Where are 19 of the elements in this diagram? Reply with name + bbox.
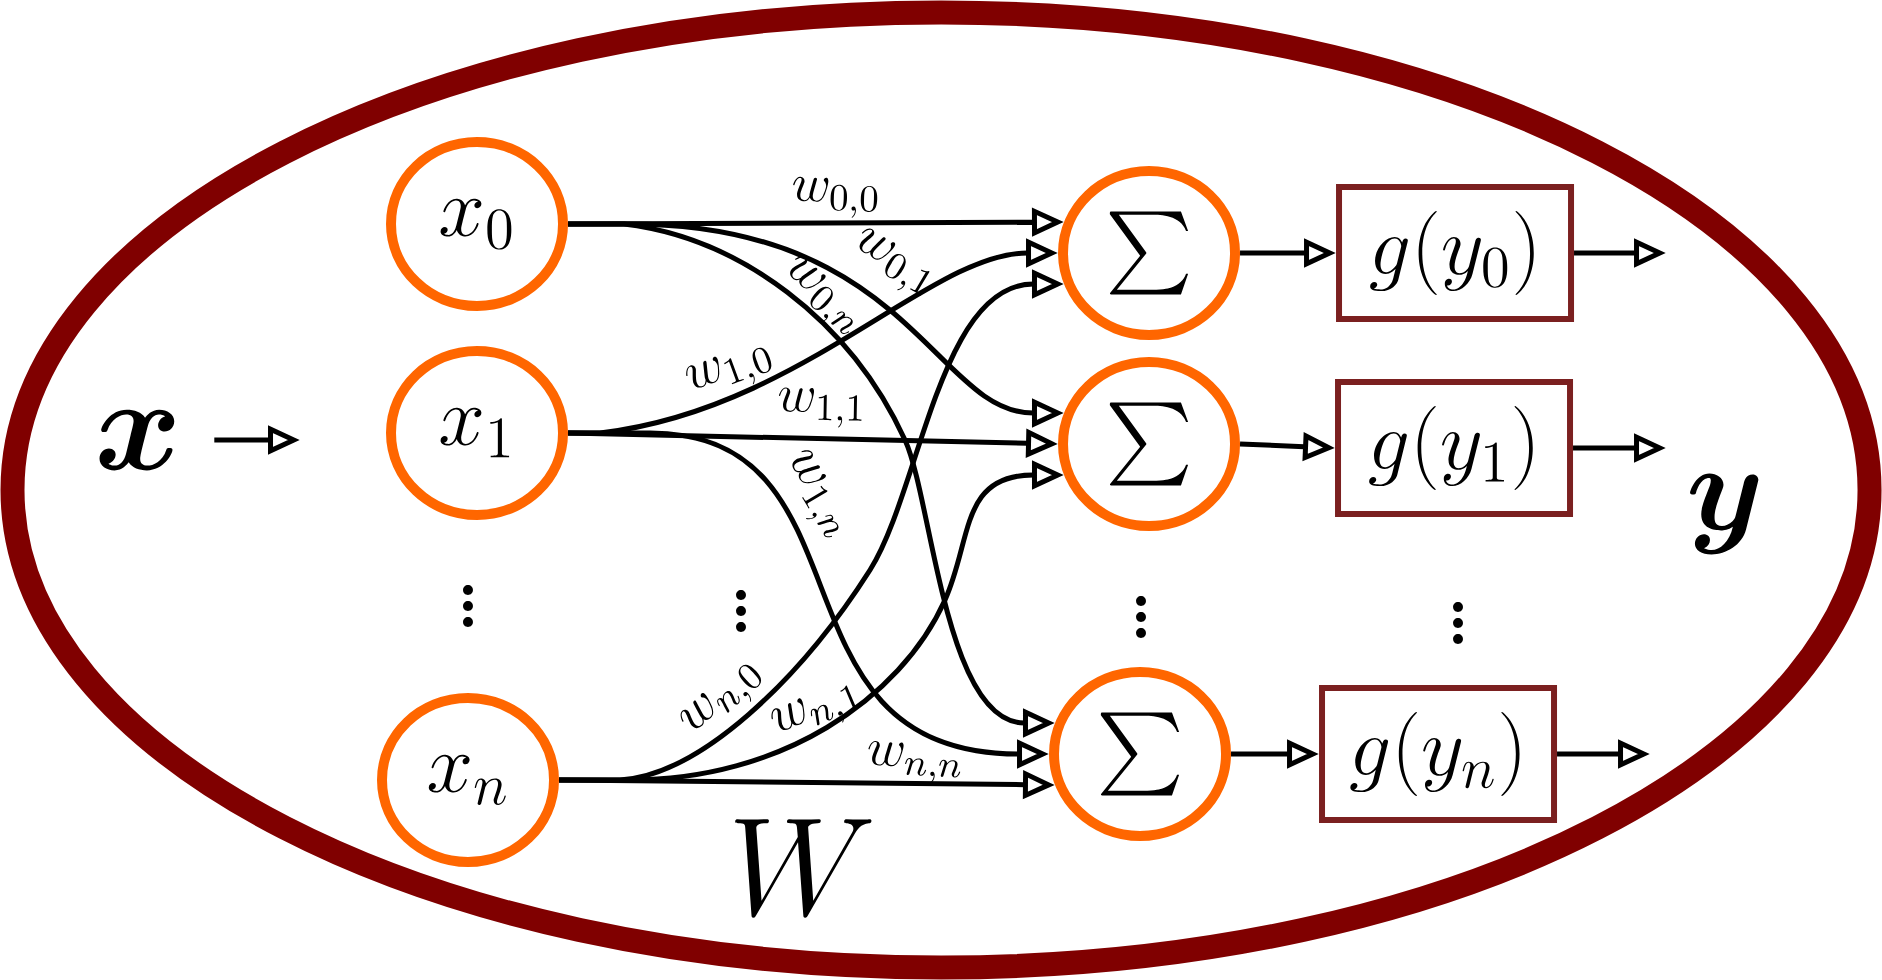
edge-label: $w_{0,1}$	[859, 228, 930, 296]
edge-label: $w_{n,1}$	[771, 685, 861, 731]
function-box: $g(y_0)$	[1336, 184, 1575, 322]
function-box: $g(y_1)$	[1335, 379, 1574, 517]
matrix-symbol: $W$	[735, 819, 872, 918]
vertical-ellipsis: $\vdots$	[1136, 596, 1146, 638]
vector-symbol: $\boldsymbol{x}$	[99, 409, 175, 471]
edge-label: $w_{n,n}$	[868, 741, 961, 784]
edge-label: $w_{1,1}$	[778, 387, 862, 428]
edge-label: $w_{1,0}$	[686, 347, 772, 388]
vector-symbol: $\boldsymbol{y}$	[1690, 473, 1759, 555]
vertical-ellipsis: $\vdots$	[1453, 602, 1463, 644]
edge-label: $w_{1,n}$	[792, 450, 839, 538]
vertical-ellipsis: $\vdots$	[736, 590, 746, 632]
function-box: $g(y_n)$	[1319, 685, 1558, 823]
edge-label: $w_{0,n}$	[790, 256, 853, 334]
vertical-ellipsis: $\vdots$	[463, 585, 473, 627]
edge-label: $w_{n,0}$	[680, 664, 762, 729]
edge-label: $w_{0,0}$	[793, 176, 878, 218]
